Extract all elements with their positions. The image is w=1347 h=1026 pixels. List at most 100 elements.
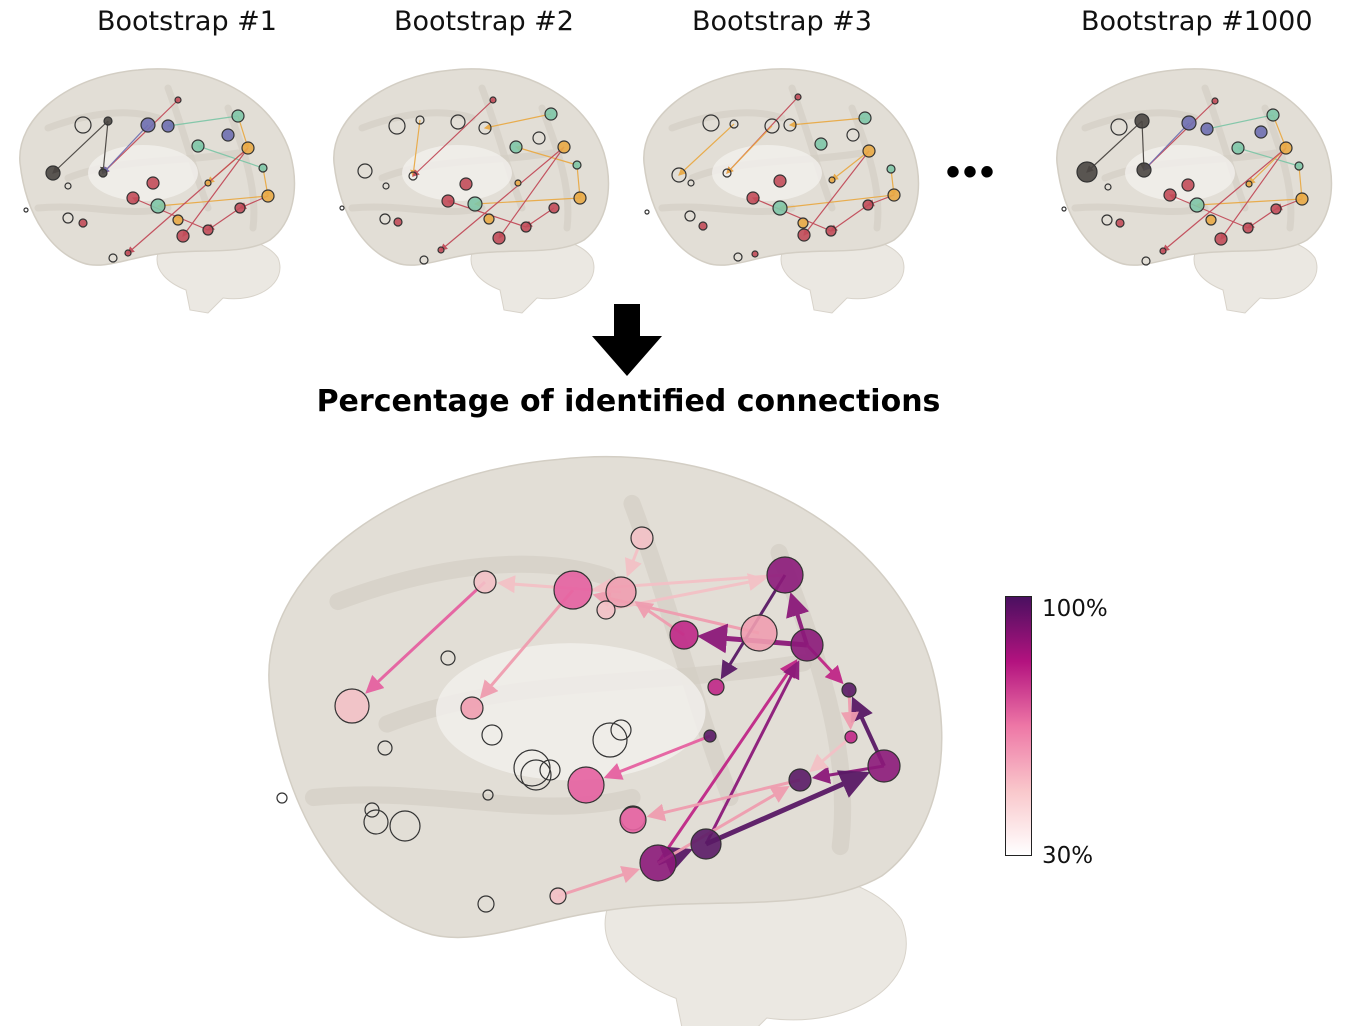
mini-region-node [828, 176, 836, 184]
white-matter-highlight [712, 145, 822, 201]
mini-connection-arrow [803, 150, 870, 236]
mini-region-node [684, 210, 696, 222]
main-region-node [788, 768, 812, 792]
mini-region-node [702, 114, 720, 132]
mini-connection-arrow [473, 197, 581, 208]
mini-region-node [797, 217, 809, 229]
mini-connection-arrow [1205, 114, 1274, 132]
main-region-node [596, 600, 616, 620]
main-region-node [639, 844, 677, 882]
mini-connection-arrow [99, 120, 109, 175]
mini-region-node [339, 205, 345, 211]
main-connection-arrow [809, 735, 852, 773]
mini-region-node [204, 179, 212, 187]
mini-region-node [98, 168, 108, 178]
sulcus [164, 84, 212, 212]
mini-connection-arrow [412, 99, 494, 177]
main-connection-arrow [646, 778, 801, 822]
mini-region-node [172, 214, 184, 226]
mini-region-node [814, 137, 828, 151]
mini-region-node [862, 199, 874, 211]
main-region-node [605, 576, 637, 608]
mini-region-node [772, 200, 788, 216]
sulcus [478, 84, 526, 212]
mini-region-node [103, 116, 113, 126]
mini-region-node [1159, 247, 1167, 255]
mini-region-node [1231, 141, 1245, 155]
bootstrap-1-title: Bootstrap #1 [97, 6, 277, 37]
mini-connection-arrow [1247, 208, 1277, 229]
consensus-brain-network [268, 455, 943, 1026]
mini-region-node [557, 140, 571, 154]
mini-connection-arrow [440, 146, 565, 251]
main-region-node [841, 682, 857, 698]
main-region-node [844, 730, 858, 744]
mini-region-node [126, 191, 140, 205]
mini-region-node [1211, 97, 1219, 105]
mini-region-node [1181, 178, 1195, 192]
mini-region-node [437, 246, 445, 254]
region-node-unfilled [276, 792, 288, 804]
mini-connection-arrow [52, 120, 109, 174]
mini-connection-arrow [166, 115, 239, 129]
mini-region-node [1295, 192, 1309, 206]
bootstrap-1000-title: Bootstrap #1000 [1081, 6, 1313, 37]
mini-region-node [773, 174, 787, 188]
mini-region-node [1279, 141, 1293, 155]
main-region-node [473, 570, 497, 594]
mini-region-node [415, 115, 425, 125]
mini-region-node [573, 191, 587, 205]
main-connection-arrow [704, 660, 800, 845]
mini-connection-arrow [1236, 146, 1300, 167]
main-region-node [567, 766, 605, 804]
mini-region-node [234, 202, 246, 214]
mini-connection-arrow [1248, 147, 1287, 185]
region-node-unfilled [363, 809, 389, 835]
mini-region-node [797, 228, 811, 242]
mini-region-node [698, 221, 708, 231]
mini-region-node [1254, 125, 1268, 139]
mini-region-node [544, 107, 558, 121]
brain-silhouette [333, 68, 610, 314]
mini-region-node [1266, 108, 1280, 122]
region-node-unfilled [482, 789, 494, 801]
mini-region-node [1189, 197, 1205, 213]
mini-connection-arrow [182, 147, 249, 237]
mini-connection-arrow [196, 144, 264, 169]
brain-silhouette [1056, 68, 1333, 314]
mini-region-node [419, 255, 429, 265]
main-connection-arrow [365, 580, 487, 694]
region-node-unfilled [389, 810, 421, 842]
mini-region-node [441, 194, 455, 208]
bootstrap-1-brain-network [19, 68, 296, 314]
mini-region-node [459, 177, 473, 191]
sulcus [538, 104, 572, 232]
mini-connection-arrow [207, 207, 241, 231]
main-region-node [460, 696, 484, 720]
mini-connection-arrow [131, 197, 209, 231]
sulcus [848, 104, 882, 232]
mini-region-node [825, 225, 837, 237]
mini-connection-arrow [1140, 120, 1148, 172]
colorbar-max-label: 100% [1042, 596, 1108, 622]
sulcus [1201, 84, 1249, 212]
main-connection-arrow [605, 573, 767, 612]
white-matter-highlight [436, 643, 706, 781]
mini-connection-arrow [788, 117, 866, 129]
main-region-node [619, 806, 647, 834]
mini-region-node [124, 249, 132, 257]
mini-region-node [886, 164, 896, 174]
region-node-unfilled [592, 722, 628, 758]
colorbar-min-label: 30% [1042, 843, 1094, 869]
mini-region-node [483, 213, 495, 225]
mini-region-node [45, 165, 61, 181]
mini-connection-arrow [751, 197, 832, 232]
mini-region-node [62, 212, 74, 224]
mini-region-node [150, 198, 166, 214]
mini-region-node [140, 117, 156, 133]
mini-connection-arrow [726, 125, 773, 174]
mini-region-node [746, 191, 760, 205]
white-matter-highlight [402, 145, 512, 201]
mini-region-node [1141, 256, 1151, 266]
mini-region-node [671, 167, 687, 183]
